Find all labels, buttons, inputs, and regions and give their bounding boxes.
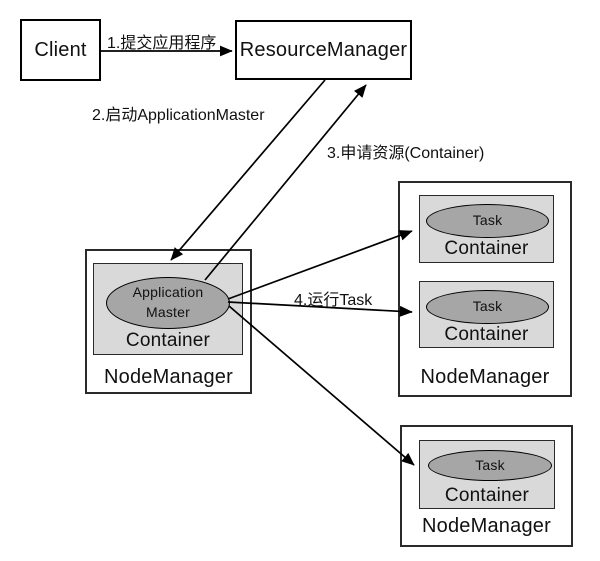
- resource-manager-node: ResourceManager: [235, 20, 412, 80]
- task-label: Task: [472, 298, 503, 315]
- task-container-box-1: Task Container: [419, 195, 554, 263]
- client-node: Client: [20, 19, 101, 81]
- task-ellipse-1: Task: [426, 204, 549, 238]
- task-container-box-2: Task Container: [419, 281, 554, 348]
- nodemanager-bottom-node: Task Container NodeManager: [400, 425, 573, 547]
- application-master-label-line2: Master: [146, 304, 190, 320]
- client-label: Client: [34, 38, 87, 61]
- nodemanager-right-node: Task Container Task Container NodeManage…: [398, 181, 572, 397]
- arrow-run-task-3: [228, 305, 415, 466]
- task-ellipse-2: Task: [426, 290, 549, 324]
- task-container-box-3: Task Container: [419, 440, 555, 509]
- container-label: Container: [125, 330, 211, 351]
- edge-label-start-applicationmaster: 2.启动ApplicationMaster: [92, 107, 265, 124]
- application-master-ellipse: Application Master: [106, 277, 230, 329]
- nodemanager-left-node: Application Master Container NodeManager: [85, 249, 252, 394]
- edge-label-request-resources: 3.申请资源(Container): [327, 145, 485, 162]
- container-label: Container: [444, 238, 529, 259]
- nodemanager-label: NodeManager: [104, 366, 233, 388]
- edge-label-submit-application: 1.提交应用程序: [107, 35, 217, 52]
- task-ellipse-3: Task: [428, 450, 552, 481]
- task-label: Task: [475, 456, 505, 473]
- resource-manager-label: ResourceManager: [239, 38, 408, 61]
- container-label: Container: [444, 485, 530, 506]
- appmaster-container-box: Application Master Container: [93, 263, 243, 355]
- nodemanager-label: NodeManager: [422, 515, 551, 537]
- nodemanager-label: NodeManager: [420, 366, 550, 388]
- application-master-label-line1: Application: [132, 284, 204, 301]
- container-label: Container: [444, 324, 529, 345]
- edge-label-run-task: 4.运行Task: [294, 292, 373, 309]
- task-label: Task: [472, 212, 503, 229]
